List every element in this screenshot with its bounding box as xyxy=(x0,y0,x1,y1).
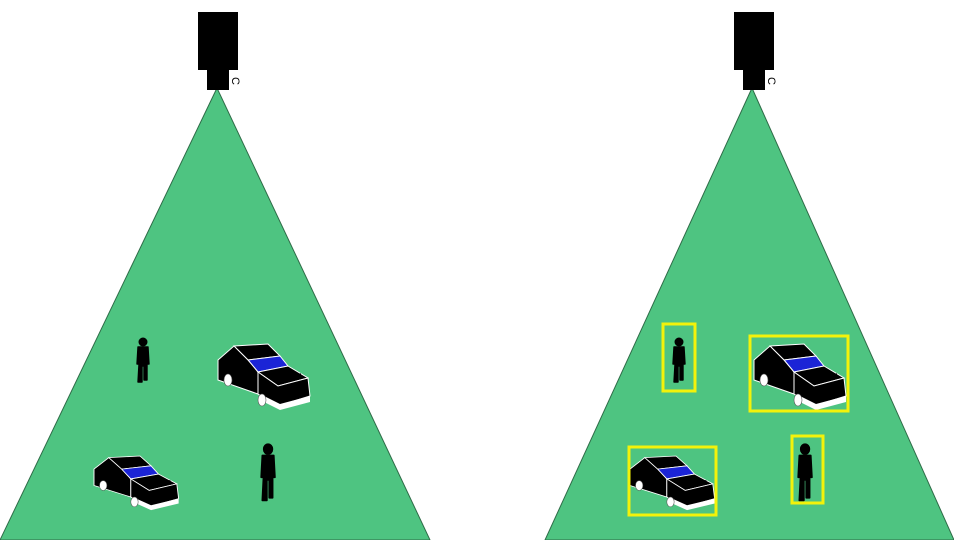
camera-label: C xyxy=(765,77,777,85)
camera-field-of-view xyxy=(0,88,430,540)
camera-field-of-view xyxy=(545,88,954,540)
camera-label: C xyxy=(229,77,241,85)
scene-before-detection: C xyxy=(0,12,430,540)
scene-after-detection: C xyxy=(545,12,954,540)
camera-icon: C xyxy=(198,12,241,90)
camera-icon: C xyxy=(734,12,777,90)
